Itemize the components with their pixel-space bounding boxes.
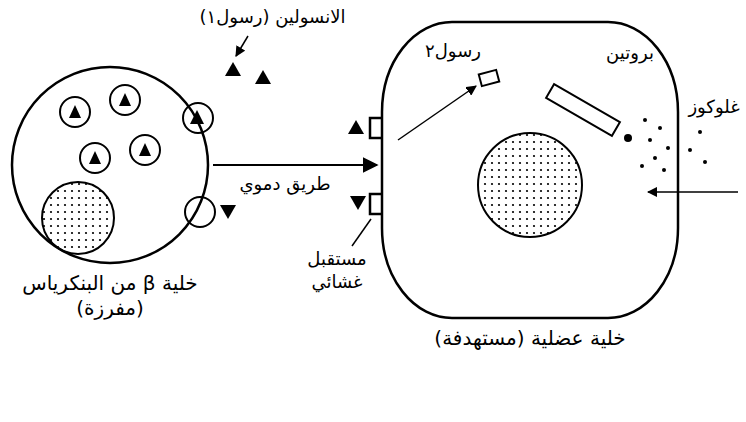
blood-route-arrow [213,164,377,166]
glucose-dot [643,118,647,122]
glucose-dot [662,168,666,172]
glucose-dot [658,126,662,130]
insulin-triangle [89,151,101,164]
glucose-dot [688,148,692,152]
vesicle [60,97,90,127]
insulin-triangle [69,105,81,118]
exocytosis-pocket [183,103,213,133]
cell-outline: خلية عضلية (مستهدفة) [380,20,680,351]
insulin-triangle [348,120,364,134]
insulin-triangle [225,62,241,76]
leader-arrow [236,36,248,56]
part-label: مستقبل غشائي [292,248,382,293]
edge-label: طريق دموي [236,173,333,194]
part-label: غلوكوز [684,96,744,119]
part-label: رسول٢ [418,40,488,63]
part-label: بروتين [590,42,670,65]
cell-caption: خلية β من البنكرياس (مفرزة) [10,271,210,321]
insulin-triangle [255,70,271,84]
cell-circle: خلية β من البنكرياس (مفرزة) [10,65,210,321]
glucose-dot [703,160,707,164]
glucose-dot [666,146,670,150]
glucose-dot [648,138,652,142]
cell-label: خلية عضلية (مستهدفة) [380,326,680,351]
vesicle [80,143,110,173]
insulin-triangle [139,143,151,156]
insulin-triangle [220,205,236,219]
part-label: الانسولين (رسول١) [185,6,360,29]
vesicle [110,85,140,115]
insulin-triangle [119,93,131,106]
transport-protein [546,84,620,136]
cell-outline [10,65,210,265]
cell-outline [380,20,680,320]
cell-membrane [12,67,208,263]
cell-label: خلية β من البنكرياس (مفرزة) [10,271,210,321]
glucose-dot [698,130,702,134]
glucose-dot [624,134,632,142]
leader-line [352,219,371,246]
nucleus [478,133,582,237]
glucose-dot [640,164,644,168]
second-messenger [479,70,499,86]
signal-arrow [398,86,476,140]
insulin-triangle [350,196,366,210]
vesicle [130,135,160,165]
cell-membrane [382,22,678,318]
glucose-entry-arrow [648,191,738,193]
glucose-dot [653,156,657,160]
cell-caption: خلية عضلية (مستهدفة) [380,326,680,351]
